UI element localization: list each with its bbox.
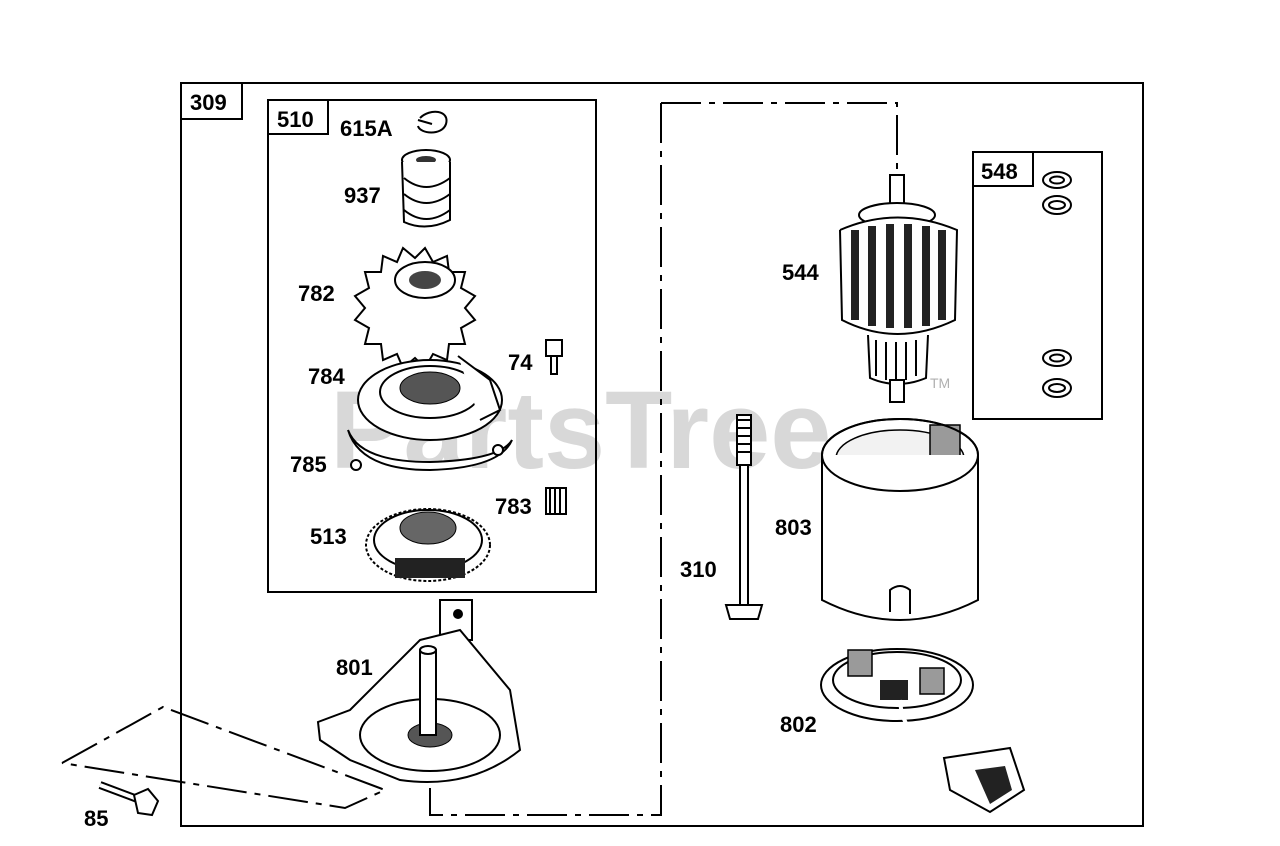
- label-85: 85: [84, 806, 108, 831]
- ring-gear-513: [365, 508, 491, 582]
- washers-548: [1042, 171, 1072, 398]
- clip-615a: [417, 110, 448, 134]
- housing-803: [821, 418, 979, 621]
- label-783: 783: [495, 494, 532, 519]
- label-802: 802: [780, 712, 817, 737]
- cover-784: [357, 355, 503, 441]
- label-615a: 615A: [340, 116, 393, 141]
- worm-937: [401, 149, 451, 228]
- box-309: [180, 82, 243, 120]
- label-74: 74: [508, 350, 533, 375]
- box-309-label: 309: [190, 90, 227, 115]
- assembly-line-left: [429, 103, 662, 816]
- box-548: [972, 151, 1034, 187]
- watermark-tm: TM: [930, 375, 950, 391]
- label-544: 544: [782, 260, 819, 285]
- gasket-785: [347, 429, 513, 472]
- label-785: 785: [290, 452, 327, 477]
- box-510-label: 510: [277, 107, 314, 132]
- frame-548: [972, 151, 1103, 420]
- armature-544: [839, 174, 959, 403]
- drive-housing-801: [316, 599, 522, 783]
- pinion-783: [545, 487, 567, 515]
- label-782: 782: [298, 281, 335, 306]
- label-310: 310: [680, 557, 717, 582]
- box-548-label: 548: [981, 159, 1018, 184]
- assembly-line-85: [61, 705, 388, 810]
- label-801: 801: [336, 655, 373, 680]
- frame-510: [267, 99, 597, 593]
- bolt-310: [724, 414, 764, 620]
- box-510: [267, 99, 329, 135]
- bolt-85: [98, 781, 160, 817]
- gear-782: [353, 246, 477, 370]
- assembly-line-top: [661, 102, 898, 180]
- label-803: 803: [775, 515, 812, 540]
- frame-309: [180, 82, 1144, 827]
- label-937: 937: [344, 183, 381, 208]
- screw-74: [545, 339, 563, 375]
- label-784: 784: [308, 364, 345, 389]
- label-513: 513: [310, 524, 347, 549]
- end-cap-802: [820, 648, 1026, 814]
